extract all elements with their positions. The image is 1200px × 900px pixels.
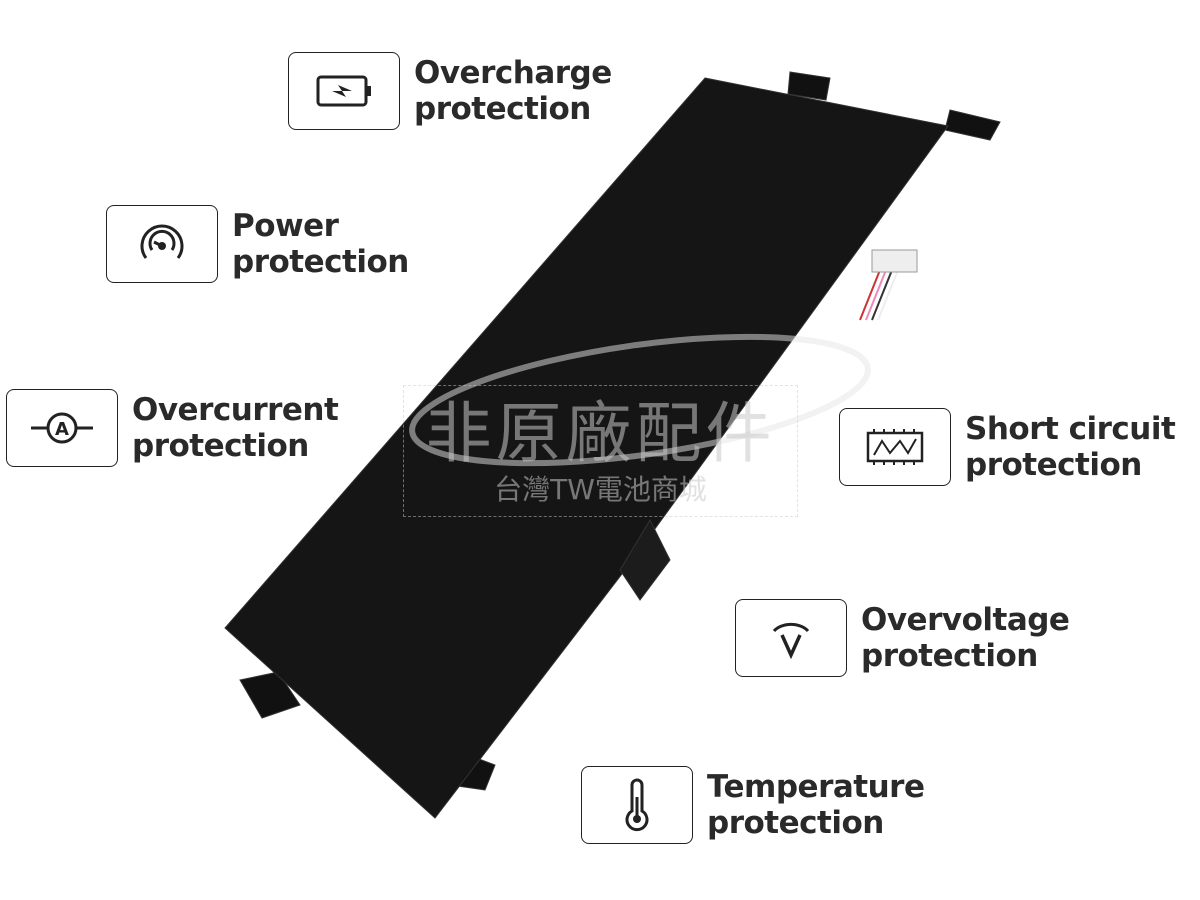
voltage-icon xyxy=(735,599,847,677)
feature-title: Short circuit xyxy=(965,411,1176,447)
battery-charge-icon xyxy=(288,52,400,130)
watermark-subtitle: 台灣TW電池商城 xyxy=(494,473,707,506)
feature-subtitle: protection xyxy=(414,91,591,127)
svg-text:A: A xyxy=(55,419,69,440)
feature-subtitle: protection xyxy=(861,638,1038,674)
feature-title: Overvoltage xyxy=(861,602,1070,638)
feature-title: Overcharge xyxy=(414,55,612,91)
thermometer-icon xyxy=(581,766,693,844)
feature-subtitle: protection xyxy=(707,805,884,841)
feature-subtitle: protection xyxy=(232,244,409,280)
feature-subtitle: protection xyxy=(965,447,1142,483)
ammeter-icon: A xyxy=(6,389,118,467)
feature-subtitle: protection xyxy=(132,428,309,464)
circuit-board-icon xyxy=(839,408,951,486)
watermark: 非原廠配件 台灣TW電池商城 xyxy=(403,385,798,517)
watermark-title: 非原廠配件 xyxy=(425,395,776,472)
gauge-icon xyxy=(106,205,218,283)
feature-title: Temperature xyxy=(707,769,925,805)
feature-title: Power xyxy=(232,208,339,244)
feature-title: Overcurrent xyxy=(132,392,339,428)
